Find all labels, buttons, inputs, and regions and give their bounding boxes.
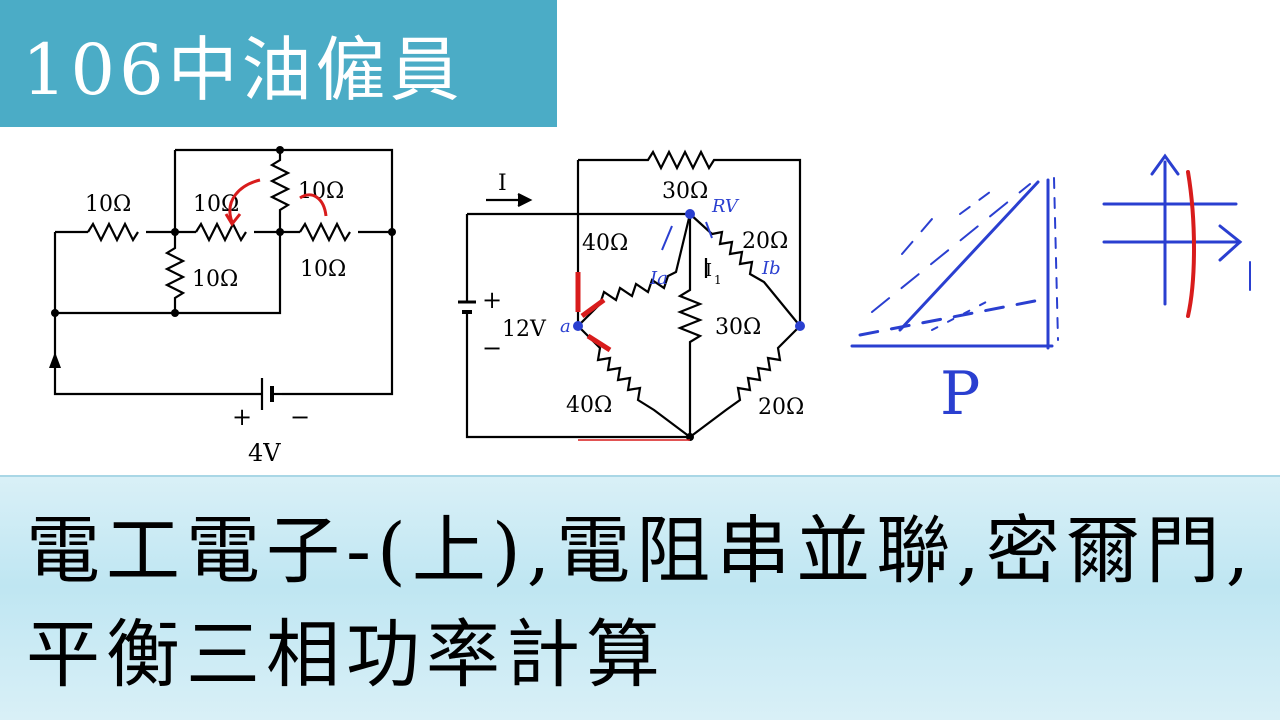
right-hand-rule-sketch: [1102, 153, 1251, 318]
circuit-2-labels: I 30Ω 40Ω 20Ω 30Ω I 1 40Ω 20Ω 12V + −: [482, 171, 804, 420]
label-r-lower-left: 40Ω: [566, 393, 612, 418]
label-r-top: 30Ω: [662, 179, 708, 204]
circuit-1-labels: 10Ω 10Ω 10Ω 10Ω 10Ω + − 4V: [85, 179, 346, 467]
label-battery-plus: +: [232, 403, 252, 431]
circuit-diagrams: 10Ω 10Ω 10Ω 10Ω 10Ω + − 4V: [49, 146, 1251, 467]
label-center-current: I: [705, 260, 712, 281]
label-center-current-sub: 1: [714, 273, 722, 287]
circuit-2-nodes: [573, 209, 805, 441]
circuit-1-nodes: [49, 146, 396, 368]
handwritten-ib: Ib: [761, 258, 781, 279]
label-source-minus: −: [482, 334, 502, 362]
handwritten-node-a: a: [560, 316, 571, 337]
label-current-i: I: [498, 171, 507, 196]
caption-box: 電工電子-(上),電阻串並聯,密爾門,平衡三相功率計算: [0, 475, 1280, 720]
label-source-plus: +: [482, 286, 502, 314]
page-title: 106中油僱員: [22, 29, 464, 111]
caption-text: 電工電子-(上),電阻串並聯,密爾門,平衡三相功率計算: [26, 508, 1256, 698]
circuit-2: [458, 149, 802, 439]
label-r-upper-right: 20Ω: [742, 229, 788, 254]
handwritten-ia: Ia: [649, 268, 668, 289]
circuit-1-annotations: [224, 178, 328, 227]
label-r-center: 30Ω: [715, 315, 761, 340]
label-r-bottom-right: 10Ω: [300, 257, 346, 282]
label-r-vertical-mid: 10Ω: [192, 267, 238, 292]
label-r-upper-left: 40Ω: [582, 231, 628, 256]
label-r-top-mid: 10Ω: [193, 192, 239, 217]
circuit-1: [53, 148, 394, 410]
label-battery-minus: −: [290, 403, 310, 431]
label-r-top-left: 10Ω: [85, 192, 131, 217]
handwritten-power-label: P: [940, 359, 980, 429]
label-source-voltage: 12V: [502, 317, 547, 342]
circuit-2-annotations: a Ia RV Ib b: [560, 196, 781, 441]
title-banner: 106中油僱員: [0, 0, 557, 127]
handwritten-rv: RV: [711, 196, 740, 217]
label-battery-voltage: 4V: [248, 439, 281, 467]
label-r-lower-right: 20Ω: [758, 395, 804, 420]
power-triangle-sketch: [850, 177, 1059, 350]
